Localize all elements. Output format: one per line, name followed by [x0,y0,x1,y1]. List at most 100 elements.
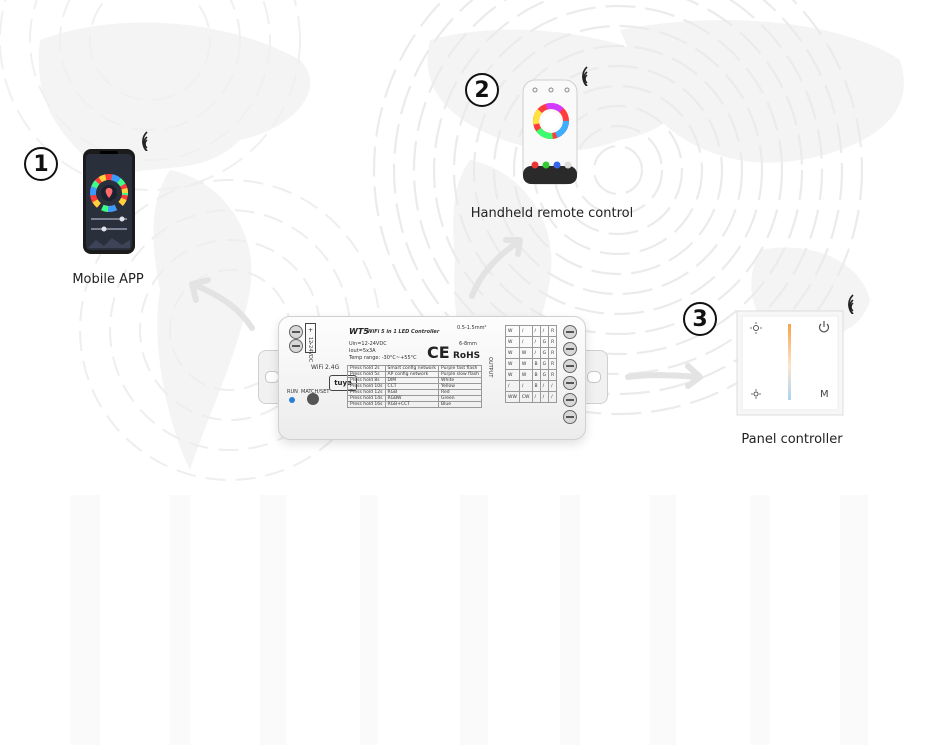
output-table-cell: / [505,380,520,392]
output-table-cell: / [518,380,533,392]
run-label: RUN [287,389,298,395]
output-table-cell: W [505,325,520,337]
run-led [289,397,295,403]
wireless-signal-icon-panel [848,294,854,314]
mode-table-cell: Purple fast flash [438,365,482,372]
match-set-label: MATCH/SET [301,389,330,395]
output-label: OUTPUT [487,357,493,378]
mode-table-cell: Press hold 16s [347,401,386,408]
output-table-row: //B// [505,380,558,392]
mode-table-cell: Press hold 12s [347,389,386,396]
spec-temperature: Temp range: -30°C~+55°C [349,355,417,361]
output-table-cell: W [518,358,533,370]
output-table-cell: G [539,347,550,359]
mode-table-cell: Press hold 5s [347,371,386,378]
output-terminal [563,376,577,390]
output-table-cell: R [548,358,558,370]
output-terminal [563,325,577,339]
arrow-to-remote-head [503,237,523,257]
output-table-cell: / [548,391,558,403]
output-table-cell: G [539,336,550,348]
output-table-cell: R [548,369,558,381]
node-label-app: Mobile APP [72,272,144,287]
output-table-cell: B [531,358,541,370]
node-label-panel: Panel controller [741,432,843,447]
node-label-remote: Handheld remote control [470,206,634,221]
mode-table-cell: Purple slow flash [438,371,482,378]
wire-gauge-label: 0.5-1.5mm² [457,325,487,331]
match-set-button[interactable] [307,393,319,405]
output-terminal [563,410,577,424]
wall-panel-icon [736,310,844,416]
output-table-cell: / [531,391,541,403]
output-table-cell: / [539,380,550,392]
model-subtitle: WiFi 5 in 1 LED Controller [367,329,440,335]
input-voltage-label: 12-24VDC [307,337,313,363]
controller-housing: +- 12-24VDC WiFi 2.4G tuya RUN MATCH/SET… [278,316,586,440]
step-number-3: 3 [683,302,717,336]
output-table-cell: R [548,336,558,348]
arrow-to-app [192,282,255,331]
wt5-controller: +- 12-24VDC WiFi 2.4G tuya RUN MATCH/SET… [258,314,608,440]
step-number-2: 2 [465,73,499,107]
smartphone-icon [83,149,135,254]
output-table-cell: / [531,336,541,348]
input-terminal [289,325,303,339]
output-table-cell: W [518,369,533,381]
output-table-cell: W [505,369,520,381]
spec-voltage: Uin=12-24VDC [349,341,387,347]
mode-table-cell: Press hold 10s [347,383,386,390]
mode-table-cell: Press hold 14s [347,395,386,402]
output-table-cell: CW [518,391,533,403]
output-table-cell: G [539,358,550,370]
output-table-cell: W [505,358,520,370]
rohs-mark: RoHS [453,351,481,361]
output-terminal [563,342,577,356]
arrow-to-panel-head [685,363,703,389]
wave-rings [372,0,864,416]
polarity-box: +- [305,323,316,353]
output-table-row: W///R [505,325,558,337]
output-table-cell: W [505,336,520,348]
mode-table-cell: Press hold 8s [347,377,386,384]
output-table-cell: W [518,347,533,359]
wireless-signal-icon-remote [582,66,588,86]
wifi-label: WiFi 2.4G [311,364,340,371]
output-table-cell: / [518,325,533,337]
mode-table-cell: Smart config network [384,365,440,372]
arrows [189,237,703,389]
input-terminal [289,339,303,353]
output-table-cell: / [539,325,550,337]
output-table-cell: G [539,369,550,381]
output-table-cell: B [531,380,541,392]
output-table-cell: / [539,391,550,403]
arrow-to-app-head [189,277,211,303]
output-table-cell: / [518,336,533,348]
output-terminal [563,393,577,407]
arrow-to-remote [469,239,521,299]
output-table-cell: B [531,369,541,381]
model-name: WT5 [349,327,369,336]
mode-table-cell: RGB+CCT [384,401,440,408]
ce-mark: CE [427,343,450,362]
spec-current: Iout=5x3A [349,348,376,354]
arrow-to-panel [625,372,701,380]
strip-length-label: 6-8mm [459,341,477,347]
panel-mode-key: M [820,389,829,400]
output-table-cell: WW [505,391,520,403]
wave-rings-left [0,0,301,191]
output-table-cell: / [548,380,558,392]
output-table-cell: R [548,347,558,359]
output-table-cell: / [531,347,541,359]
